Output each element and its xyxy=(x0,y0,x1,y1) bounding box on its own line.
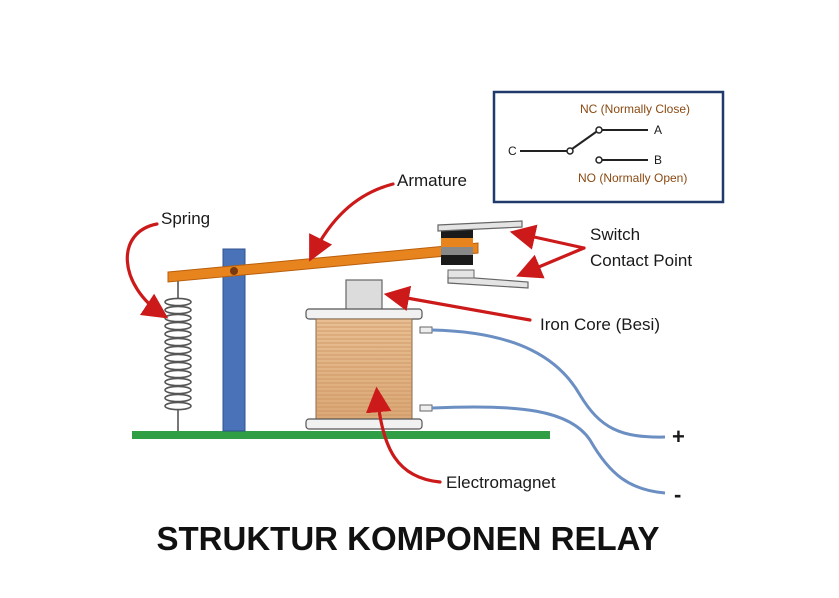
iron-core-arrow xyxy=(383,285,532,322)
no-contact xyxy=(595,156,603,164)
spring-arrow xyxy=(125,222,169,319)
spring-coils xyxy=(164,297,192,411)
coil-winding-lines xyxy=(317,322,411,416)
coil-terminal-bottom xyxy=(419,404,433,412)
no-contact-strip xyxy=(447,275,529,289)
spring-coil-turn xyxy=(164,361,192,371)
diagram-title: STRUKTUR KOMPONEN RELAY xyxy=(157,520,660,557)
no-contact-pad xyxy=(447,269,475,279)
coil-winding xyxy=(315,318,413,420)
base-plate xyxy=(132,431,550,439)
switch-label-line1: Switch xyxy=(590,225,640,244)
spring-coil-turn xyxy=(164,313,192,323)
armature-contact xyxy=(441,228,473,265)
spring-coil-turn xyxy=(164,377,192,387)
spring-coil-turn xyxy=(164,401,192,411)
electromagnet-label: Electromagnet xyxy=(446,473,556,492)
spring-coil-turn xyxy=(164,305,192,315)
coil-bottom-flange xyxy=(305,418,423,430)
negative-wire xyxy=(431,405,666,495)
spring-coil-turn xyxy=(164,345,192,355)
nc-contact xyxy=(595,126,603,134)
switch-blade xyxy=(571,131,597,150)
negative-terminal-sign: - xyxy=(674,482,681,507)
armature-bar xyxy=(167,242,479,283)
no-label: NO (Normally Open) xyxy=(578,171,687,185)
inset-border xyxy=(492,90,725,204)
iron-core xyxy=(345,279,383,311)
terminal-a-label: A xyxy=(654,123,662,137)
spring-coil-turn xyxy=(164,337,192,347)
spring-coil-turn xyxy=(164,297,192,307)
armature-label: Armature xyxy=(397,171,467,190)
positive-terminal-sign: + xyxy=(672,424,685,449)
spring-coil-turn xyxy=(164,353,192,363)
coil-top-flange xyxy=(305,308,423,320)
pivot-pin xyxy=(230,267,238,275)
nc-contact-strip xyxy=(437,220,523,232)
nc-label: NC (Normally Close) xyxy=(580,102,690,116)
terminal-c-label: C xyxy=(508,144,517,158)
iron-core-label: Iron Core (Besi) xyxy=(540,315,660,334)
terminal-b-label: B xyxy=(654,153,662,167)
electromagnet-coil xyxy=(305,308,433,430)
coil-terminal-top xyxy=(419,326,433,334)
positive-wire xyxy=(431,328,666,439)
switch-label-line2: Contact Point xyxy=(590,251,692,270)
common-contact xyxy=(566,147,574,155)
armature-arrow xyxy=(309,182,395,262)
spring xyxy=(164,277,192,431)
switch-symbol-inset: NC (Normally Close) C A B NO (Normally O… xyxy=(492,90,725,204)
switch-arrow-upper xyxy=(509,224,586,250)
spring-coil-turn xyxy=(164,329,192,339)
spring-coil-turn xyxy=(164,393,192,403)
spring-coil-turn xyxy=(164,385,192,395)
spring-label: Spring xyxy=(161,209,210,228)
switch-arrow-lower xyxy=(516,246,586,279)
electromagnet-arrow xyxy=(365,386,442,484)
pivot-post xyxy=(222,248,246,432)
spring-coil-turn xyxy=(164,369,192,379)
spring-coil-turn xyxy=(164,321,192,331)
pointer-arrows xyxy=(125,182,586,484)
